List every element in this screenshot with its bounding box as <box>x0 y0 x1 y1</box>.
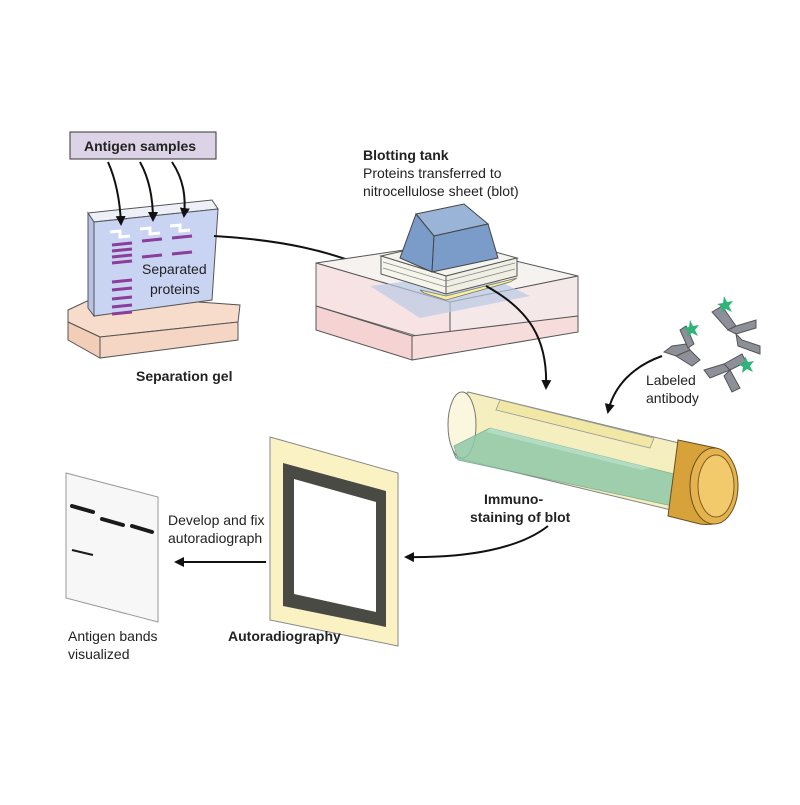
antigen-bands-label-line2: visualized <box>68 646 129 662</box>
autoradiography-group: Autoradiography <box>228 436 399 647</box>
labeled-antibody-group: Labeled antibody <box>604 296 761 414</box>
blotting-tank-desc-line1: Proteins transferred to <box>363 165 502 181</box>
visualized-band <box>100 517 125 527</box>
gel-band <box>171 250 193 256</box>
developed-film <box>65 472 159 623</box>
immunostaining-tube-group: Immuno- staining of blot <box>447 391 739 525</box>
antibody-icon <box>711 305 761 355</box>
antigen-bands-group: Antigen bands visualized <box>65 472 159 662</box>
gel-bands <box>111 234 193 316</box>
label-star-icon <box>738 356 754 373</box>
tank-to-tube-arrow <box>485 285 552 390</box>
tube-to-film-arrow <box>404 525 549 563</box>
labeled-antibody-label-line2: antibody <box>646 390 699 406</box>
visualized-band <box>70 504 95 514</box>
label-star-icon <box>683 320 699 337</box>
gel-band <box>111 310 133 316</box>
develop-label-line2: autoradiograph <box>168 530 262 546</box>
sample-arrow <box>139 161 158 222</box>
visualized-bands <box>70 504 154 534</box>
gel-band <box>111 278 133 284</box>
gel-band <box>111 286 133 292</box>
develop-label: Develop and fix <box>168 512 265 528</box>
antibody-to-tube-arrow <box>604 355 663 414</box>
label-star-icon <box>717 296 733 313</box>
blotting-tank-group: Blotting tank Proteins transferred to ni… <box>315 147 579 361</box>
visualized-band <box>130 524 154 534</box>
antigen-samples-label: Antigen samples <box>84 138 196 154</box>
antibody-icon <box>662 325 701 367</box>
gel-band <box>111 247 133 253</box>
blotting-tank-desc-line2: nitrocellulose sheet (blot) <box>363 183 519 199</box>
gel-band <box>111 241 133 247</box>
antigen-samples-box <box>69 131 217 160</box>
immunostaining-label: Immuno- <box>484 491 543 507</box>
gel-band <box>111 303 133 309</box>
sample-arrow <box>107 161 126 226</box>
visualized-band <box>71 549 94 556</box>
antigen-samples-group: Antigen samples <box>69 131 217 226</box>
separation-gel-label: Separation gel <box>136 368 232 384</box>
labeled-antibody-label: Labeled <box>646 372 696 388</box>
gel-band <box>141 253 163 259</box>
separation-gel-group: Separated proteins Separation gel <box>67 199 241 384</box>
gel-band <box>171 234 193 240</box>
gel-band <box>111 295 133 301</box>
gel-band <box>111 259 133 265</box>
gel-band <box>111 253 133 259</box>
antigen-bands-label: Antigen bands <box>68 628 158 644</box>
blotting-tank-title: Blotting tank <box>363 147 449 163</box>
sample-arrow <box>171 161 190 218</box>
separated-proteins-label-line2: proteins <box>150 281 200 297</box>
gel-band <box>141 237 163 243</box>
separated-proteins-label: Separated <box>142 261 207 277</box>
autoradiography-label: Autoradiography <box>228 628 341 644</box>
immunostaining-label-line2: staining of blot <box>470 509 571 525</box>
antibody-icon <box>703 353 747 393</box>
